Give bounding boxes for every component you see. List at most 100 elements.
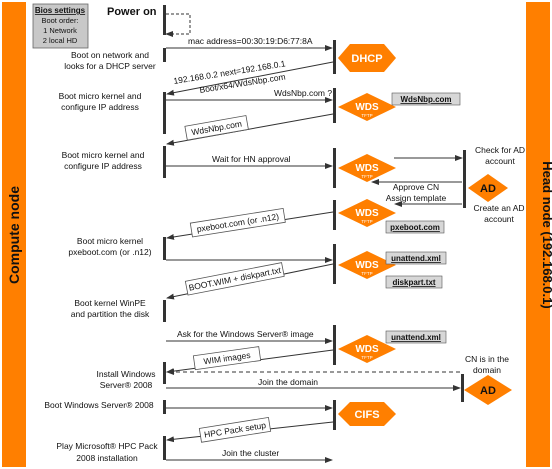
message-label: WdsNbp.com ? — [274, 88, 332, 98]
wds-label: WDS — [355, 163, 379, 174]
compute-activation-bars — [163, 5, 166, 460]
server-activation-bar — [333, 244, 336, 284]
ad-note: account — [484, 214, 514, 224]
server-activation-bar — [461, 374, 464, 402]
step-label: looks for a DHCP server — [64, 61, 156, 71]
head-node-label: Head node (192.168.0.1) — [540, 161, 552, 308]
step-label: Install Windows — [96, 369, 155, 379]
wds-label: WDS — [355, 102, 379, 113]
compute-activation-bar — [163, 146, 166, 178]
compute-node-lane — [2, 2, 26, 467]
step-label: configure IP address — [61, 102, 139, 112]
bios-settings-box — [32, 3, 89, 49]
server-activation-bar — [463, 150, 466, 208]
wds-label: WDS — [355, 208, 379, 219]
compute-activation-bar — [163, 48, 166, 62]
file-box — [385, 251, 447, 265]
compute-activation-bar — [163, 400, 166, 414]
ad-note: CN is in the — [465, 354, 509, 364]
ad-server: AD — [468, 174, 508, 202]
ad-note: Create an AD — [473, 203, 524, 213]
message-label: Ask for the Windows Server® image — [177, 329, 314, 339]
server-activation-bar — [333, 148, 336, 188]
tftp-label: TFTP — [361, 271, 372, 276]
boxed-message: HPC Pack setup — [198, 416, 272, 443]
tftp-label: TFTP — [361, 174, 372, 179]
ad-server: AD — [464, 375, 512, 405]
server-activation-bar — [333, 325, 336, 365]
wds-label: WDS — [355, 260, 379, 271]
compute-activation-bar — [163, 5, 166, 35]
step-label: and partition the disk — [71, 309, 150, 319]
wds-server: WDS TFTP — [338, 154, 396, 182]
cifs-server: CIFS — [338, 402, 396, 426]
boxed-message: WIM images — [192, 346, 262, 371]
step-label: Play Microsoft® HPC Pack — [56, 441, 158, 451]
power-on-arrow — [165, 13, 191, 37]
ad-note: domain — [473, 365, 501, 375]
ip-reply-arrow — [166, 61, 334, 96]
bios-line: 1 Network — [43, 26, 77, 35]
ad-note: account — [485, 156, 515, 166]
step-label: pxeboot.com (or .n12) — [68, 247, 151, 257]
bios-title: Bios settings — [35, 6, 86, 15]
step-label: Boot on network and — [71, 50, 149, 60]
compute-activation-bar — [163, 237, 166, 260]
file-box — [391, 92, 461, 106]
step-label: configure IP address — [64, 161, 142, 171]
file-label: pxeboot.com — [390, 223, 440, 232]
file-box — [385, 330, 447, 344]
power-on-label: Power on — [107, 6, 157, 18]
wds-label: WDS — [355, 344, 379, 355]
file-label: unattend.xml — [391, 333, 441, 342]
server-activation-bars — [333, 40, 466, 430]
dhcp-label: DHCP — [351, 53, 382, 65]
compute-activation-bar — [163, 300, 166, 322]
dhcp-server: DHCP — [338, 44, 396, 72]
step-label: Boot kernel WinPE — [74, 298, 146, 308]
compute-node-label: Compute node — [6, 186, 22, 284]
boxed-message: BOOT.WIM + diskpart.txt — [184, 262, 285, 296]
server-activation-bar — [333, 200, 336, 230]
ad-note: Assign template — [386, 193, 447, 203]
step-label: 2008 installation — [76, 453, 138, 463]
message-label: Join the domain — [258, 377, 318, 387]
file-label: WdsNbp.com — [400, 95, 451, 104]
head-node-lane — [526, 2, 550, 467]
ad-note: Approve CN — [393, 182, 439, 192]
tftp-label: TFTP — [361, 355, 372, 360]
tftp-label: TFTP — [361, 219, 372, 224]
compute-activation-bar — [163, 362, 166, 384]
wds-server: WDS TFTP — [338, 93, 396, 121]
message-label: pxeboot.com (or .n12) — [196, 211, 280, 234]
file-box — [385, 275, 443, 289]
boxed-message: pxeboot.com (or .n12) — [189, 207, 286, 238]
boxed-message: WdsNbp.com — [184, 115, 249, 141]
compute-activation-bar — [163, 436, 166, 460]
compute-activation-bar — [163, 92, 166, 134]
step-label: Server® 2008 — [100, 380, 153, 390]
step-label: Boot micro kernel and — [62, 150, 145, 160]
ad-label: AD — [480, 183, 496, 195]
message-label: Join the cluster — [222, 448, 279, 458]
server-activation-bar — [333, 40, 336, 74]
message-label: mac address=00:30:19:D6:77:8A — [188, 36, 313, 46]
file-box — [385, 220, 445, 234]
ad-label: AD — [480, 385, 496, 397]
wds-server: WDS TFTP — [338, 335, 396, 363]
ad-note: Check for AD — [475, 145, 525, 155]
step-label: Boot Windows Server® 2008 — [44, 400, 154, 410]
file-label: diskpart.txt — [392, 278, 435, 287]
step-label: Boot micro kernel and — [59, 91, 142, 101]
wds-server: WDS TFTP — [338, 199, 396, 227]
server-activation-bar — [333, 88, 336, 123]
step-label: Boot micro kernel — [77, 236, 143, 246]
tftp-label: TFTP — [361, 113, 372, 118]
bios-line: Boot order: — [41, 16, 78, 25]
bios-line: 2 local HD — [43, 36, 78, 45]
file-label: unattend.xml — [391, 254, 441, 263]
wds-server: WDS TFTP — [338, 251, 396, 279]
message-label: Wait for HN approval — [212, 154, 291, 164]
